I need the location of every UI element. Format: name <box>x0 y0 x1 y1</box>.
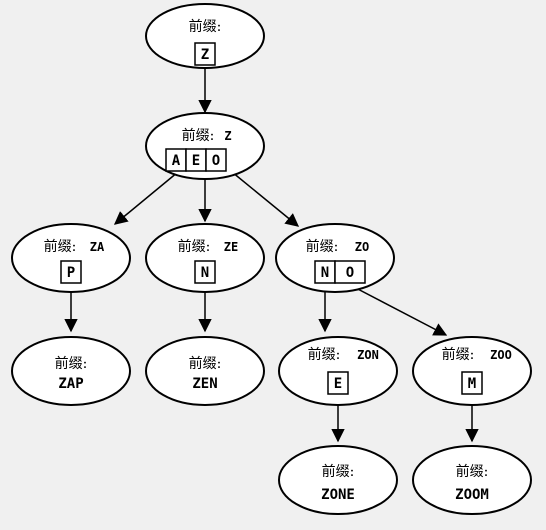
node-zoom: 前缀: ZOOM <box>412 445 532 515</box>
node-zap: 前缀: ZAP <box>11 336 131 406</box>
prefix-label: 前缀: <box>308 346 341 363</box>
prefix-label: 前缀: <box>178 238 211 255</box>
prefix-label: 前缀: <box>322 463 355 480</box>
prefix-label: 前缀: <box>442 346 475 363</box>
node-zon: 前缀: ZON E <box>278 336 398 406</box>
node-zoo: 前缀: ZOO M <box>412 336 532 406</box>
key-box <box>461 371 483 395</box>
prefix-value: ZON <box>357 348 379 362</box>
word-label: ZOOM <box>455 487 489 503</box>
key-letter: M <box>468 376 476 392</box>
node-z: 前缀: Z A E O <box>145 112 265 180</box>
key-box <box>60 260 82 284</box>
prefix-label: 前缀: <box>456 463 489 480</box>
key-box <box>205 148 227 172</box>
node-zone: 前缀: ZONE <box>278 445 398 515</box>
prefix-value: Z <box>224 129 231 143</box>
key-letter: E <box>334 376 342 392</box>
node-za: 前缀: ZA P <box>11 223 131 293</box>
edge-z-za <box>113 171 179 225</box>
key-letter: O <box>212 153 220 169</box>
key-letter: N <box>201 265 209 281</box>
prefix-value: ZE <box>224 240 238 254</box>
key-letter: A <box>172 153 181 169</box>
word-label: ZAP <box>58 376 83 392</box>
prefix-label: 前缀: <box>55 355 88 372</box>
edges <box>64 66 479 443</box>
key-letter: N <box>321 265 329 281</box>
prefix-label: 前缀: <box>182 127 215 144</box>
node-root: 前缀: Z <box>145 3 265 69</box>
prefix-label: 前缀: <box>189 355 222 372</box>
node-zen: 前缀: ZEN <box>145 336 265 406</box>
prefix-label: 前缀: <box>306 238 339 255</box>
key-letter: P <box>67 265 75 281</box>
prefix-value: ZOO <box>490 348 512 362</box>
key-box <box>327 371 349 395</box>
prefix-label: 前缀: <box>189 18 222 35</box>
key-letter: Z <box>201 47 209 63</box>
node-ze: 前缀: ZE N <box>145 223 265 293</box>
word-label: ZONE <box>321 487 355 503</box>
node-zo: 前缀: ZO N O <box>275 223 395 293</box>
key-letter: O <box>346 265 354 281</box>
prefix-value: ZA <box>90 240 105 254</box>
word-label: ZEN <box>192 376 217 392</box>
edge-zo-zoo <box>351 285 448 336</box>
key-box <box>194 260 216 284</box>
prefix-value: ZO <box>355 240 369 254</box>
edge-z-zo <box>231 171 300 227</box>
prefix-label: 前缀: <box>44 238 77 255</box>
key-letter: E <box>192 153 200 169</box>
key-box <box>334 260 366 284</box>
key-box <box>194 42 216 66</box>
